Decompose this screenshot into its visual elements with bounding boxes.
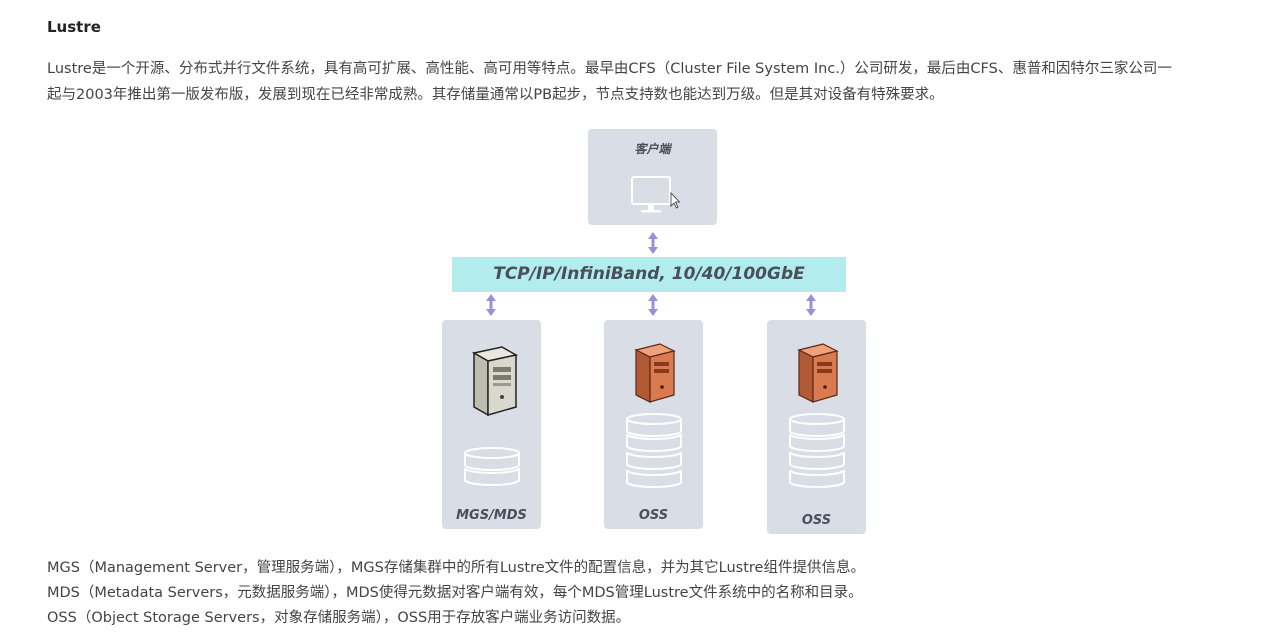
server-orange-icon	[634, 343, 676, 403]
intro-paragraph: Lustre是一个开源、分布式并行文件系统，具有高可扩展、高性能、高可用等特点。…	[47, 56, 1265, 108]
mgs-mds-label: MGS/MDS	[456, 508, 527, 523]
definitions-list: MGS（Management Server，管理服务端），MGS存储集群中的所有…	[47, 556, 865, 631]
oss-definition: OSS（Object Storage Servers，对象存储服务端），OSS用…	[47, 610, 631, 626]
disk-stack-icon	[464, 447, 520, 486]
disk-stack-icon	[789, 413, 845, 488]
network-bar: TCP/IP/InfiniBand, 10/40/100GbE	[452, 257, 846, 292]
oss-label-2: OSS	[801, 513, 832, 528]
mgs-mds-box: MGS/MDS	[442, 320, 541, 529]
mgs-definition: MGS（Management Server，管理服务端），MGS存储集群中的所有…	[47, 560, 865, 576]
client-label: 客户端	[634, 142, 671, 156]
disk-stack-icon	[626, 413, 682, 488]
double-arrow-icon	[806, 294, 816, 316]
server-orange-icon	[797, 343, 839, 403]
oss-box-1: OSS	[604, 320, 703, 529]
client-box: 客户端	[588, 129, 717, 225]
double-arrow-icon	[648, 294, 658, 316]
oss-box-2: OSS	[767, 320, 866, 534]
double-arrow-icon	[486, 294, 496, 316]
double-arrow-icon	[648, 232, 658, 254]
oss-label-1: OSS	[638, 508, 669, 523]
monitor-icon	[631, 176, 681, 213]
mds-definition: MDS（Metadata Servers，元数据服务端），MDS使得元数据对客户…	[47, 585, 863, 601]
section-title: Lustre	[47, 18, 101, 36]
intro-line-1: Lustre是一个开源、分布式并行文件系统，具有高可扩展、高性能、高可用等特点。…	[47, 61, 1172, 77]
server-gray-icon	[471, 346, 519, 417]
intro-line-2: 起与2003年推出第一版发布版，发展到现在已经非常成熟。其存储量通常以PB起步，…	[47, 87, 944, 103]
